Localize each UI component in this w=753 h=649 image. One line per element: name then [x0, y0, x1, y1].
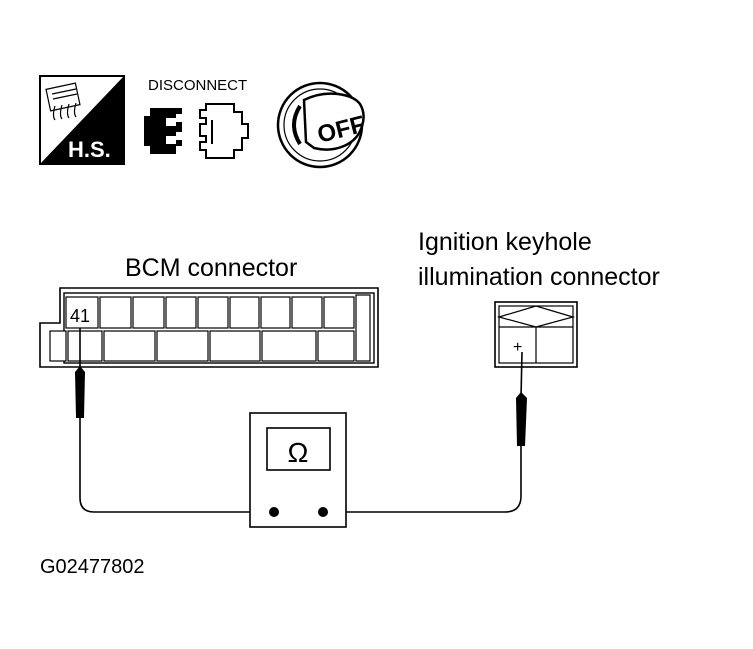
ohmmeter: Ω [249, 412, 347, 528]
disconnect-icon: DISCONNECT [144, 77, 249, 159]
ignition-keyhole-connector: Ignition keyhole illumination connector … [418, 228, 660, 368]
meter-terminal-left [269, 507, 279, 517]
disconnect-label: DISCONNECT [148, 77, 247, 94]
harness-side-icon: H.S. [39, 75, 125, 165]
ohm-symbol: Ω [288, 437, 309, 468]
bcm-probe [75, 328, 85, 418]
bcm-connector-title: BCM connector [125, 254, 297, 282]
meter-terminal-right [318, 507, 328, 517]
ignition-test-lead [323, 446, 522, 513]
bcm-pin-41-label: 41 [70, 306, 90, 326]
bcm-connector: BCM connector 41 [39, 254, 379, 368]
ignition-probe [516, 351, 527, 446]
harness-side-label: H.S. [68, 137, 111, 162]
ignition-connector-title-line2: illumination connector [418, 263, 660, 291]
ignition-off-icon: OFF [276, 81, 368, 169]
bcm-test-lead [79, 418, 272, 513]
ignition-terminal-plus: + [513, 339, 522, 356]
figure-id: G02477802 [40, 556, 145, 578]
ignition-connector-title-line1: Ignition keyhole [418, 228, 592, 256]
